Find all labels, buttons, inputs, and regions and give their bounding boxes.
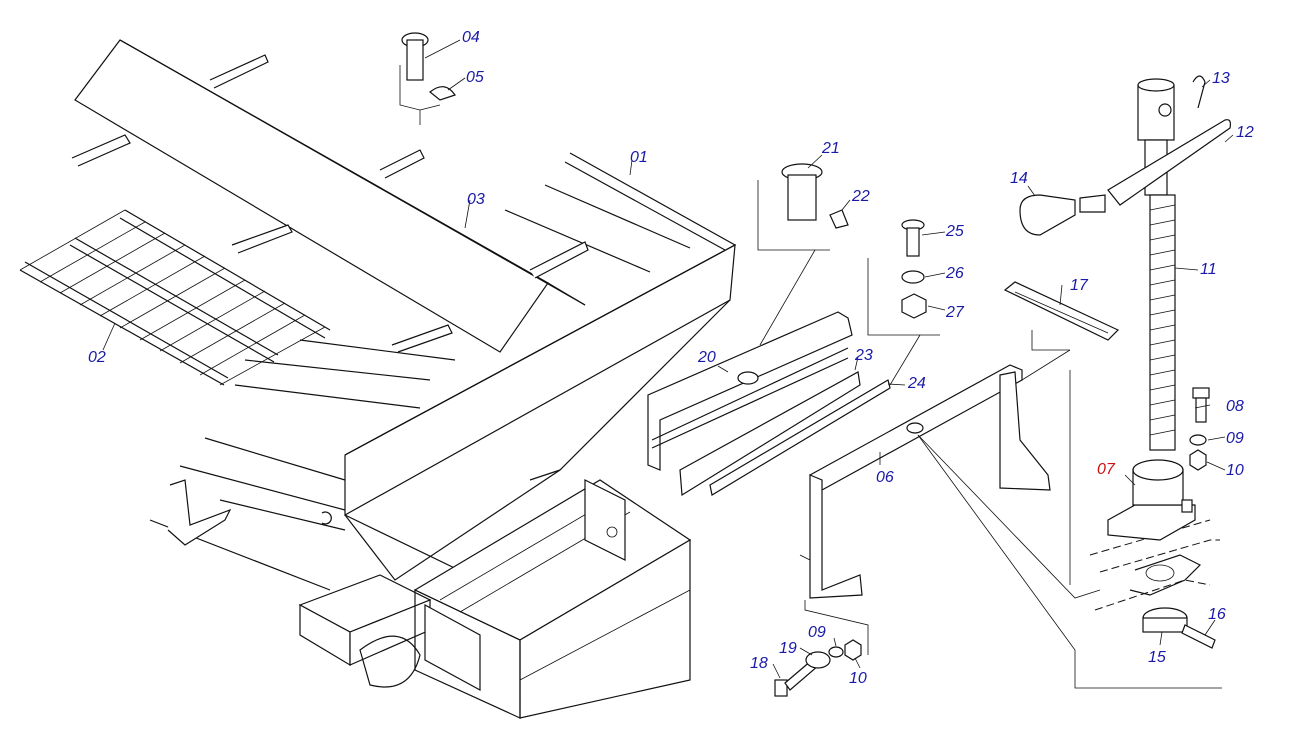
label-18: 18	[750, 655, 768, 672]
label-12: 12	[1236, 124, 1254, 141]
callout-lines	[399, 65, 1222, 689]
part-labels: 01 02 03 04 05 06 07 08 09 10 11 12 13 1…	[88, 29, 1254, 687]
label-22: 22	[851, 188, 870, 205]
hopper-body	[149, 152, 737, 591]
hopper-lid	[71, 39, 589, 353]
label-27: 27	[945, 304, 965, 321]
label-11: 11	[1200, 261, 1217, 278]
label-20: 20	[697, 349, 716, 366]
label-04: 04	[462, 29, 480, 46]
label-14: 14	[1010, 170, 1028, 187]
label-01: 01	[630, 149, 648, 166]
crank-assembly	[1019, 75, 1232, 451]
label-08: 08	[1226, 398, 1244, 415]
label-06: 06	[876, 469, 894, 486]
label-24: 24	[907, 375, 926, 392]
label-07: 07	[1097, 461, 1116, 478]
label-10-right: 10	[1226, 462, 1244, 479]
conveyor-chain	[19, 209, 331, 386]
scale-plate	[1003, 281, 1120, 341]
label-19: 19	[779, 640, 797, 657]
label-10-bottom: 10	[849, 670, 867, 687]
label-09-right: 09	[1226, 430, 1244, 447]
label-26: 26	[945, 265, 964, 282]
label-21: 21	[821, 140, 840, 157]
leader-lines	[102, 39, 1234, 679]
slide-plate-assembly	[647, 311, 891, 497]
label-13: 13	[1212, 70, 1230, 87]
label-15: 15	[1148, 649, 1166, 666]
cross-member	[799, 364, 1051, 599]
label-25: 25	[945, 223, 964, 240]
chassis-frame	[298, 479, 692, 719]
label-09-bottom: 09	[808, 624, 826, 641]
label-03: 03	[467, 191, 485, 208]
label-05: 05	[466, 69, 484, 86]
label-17: 17	[1070, 277, 1089, 294]
label-16: 16	[1208, 606, 1226, 623]
small-parts	[401, 32, 1216, 697]
label-23: 23	[854, 347, 873, 364]
label-02: 02	[88, 349, 106, 366]
